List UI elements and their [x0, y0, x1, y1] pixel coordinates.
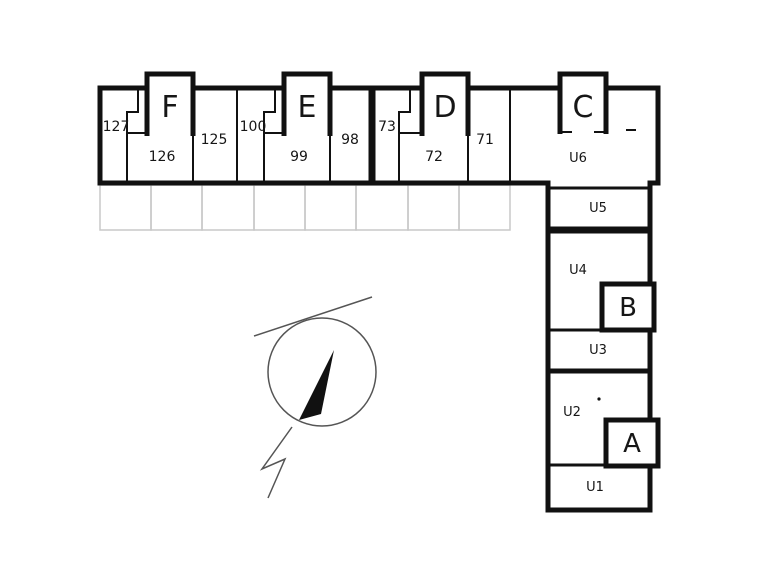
stall-row: [99, 184, 511, 231]
stairwell-f: [144, 71, 196, 136]
unit-label-u2: U2: [563, 405, 581, 420]
stairwell-label-a: A: [623, 429, 641, 459]
stairwell-label-b: B: [619, 293, 637, 323]
door-dot: [597, 397, 601, 401]
unit-label-u6: U6: [569, 151, 587, 166]
unit-label-98: 98: [341, 132, 359, 148]
unit-label-u5: U5: [589, 201, 607, 216]
compass-zigzag: [259, 426, 293, 499]
stair-towers: [144, 71, 609, 136]
stall: [407, 184, 460, 231]
unit-label-u3: U3: [589, 343, 607, 358]
compass-needle: [299, 350, 334, 420]
unit-label-126: 126: [149, 149, 176, 165]
stairwell-b: [599, 281, 657, 333]
unit-label-73: 73: [378, 119, 396, 135]
stairwell-label-d: D: [433, 90, 456, 125]
unit-label-u1: U1: [586, 480, 604, 495]
stairwell-e: [281, 71, 333, 136]
stairwell-label-e: E: [298, 90, 317, 125]
unit-label-71: 71: [476, 132, 494, 148]
north-arrow: [253, 296, 377, 499]
compass-crossline: [253, 296, 373, 337]
stall: [304, 184, 357, 231]
stairwell-label-f: F: [161, 90, 178, 125]
unit-label-u4: U4: [569, 263, 587, 278]
stall: [99, 184, 152, 231]
stairwell-d: [419, 71, 471, 136]
stall: [253, 184, 306, 231]
unit-label-125: 125: [201, 132, 228, 148]
unit-label-72: 72: [425, 149, 443, 165]
unit-label-127: 127: [103, 119, 130, 135]
stall: [355, 184, 409, 231]
unit-label-100: 100: [240, 119, 267, 135]
stairwell-c: [557, 71, 609, 134]
compass-circle: [267, 317, 377, 427]
stall: [150, 184, 203, 231]
stall: [201, 184, 255, 231]
stall: [458, 184, 511, 231]
stairwell-label-c: C: [573, 90, 594, 125]
stairwell-a: [603, 417, 661, 469]
unit-label-99: 99: [290, 149, 308, 165]
top-wing-interior-walls: [126, 88, 511, 183]
